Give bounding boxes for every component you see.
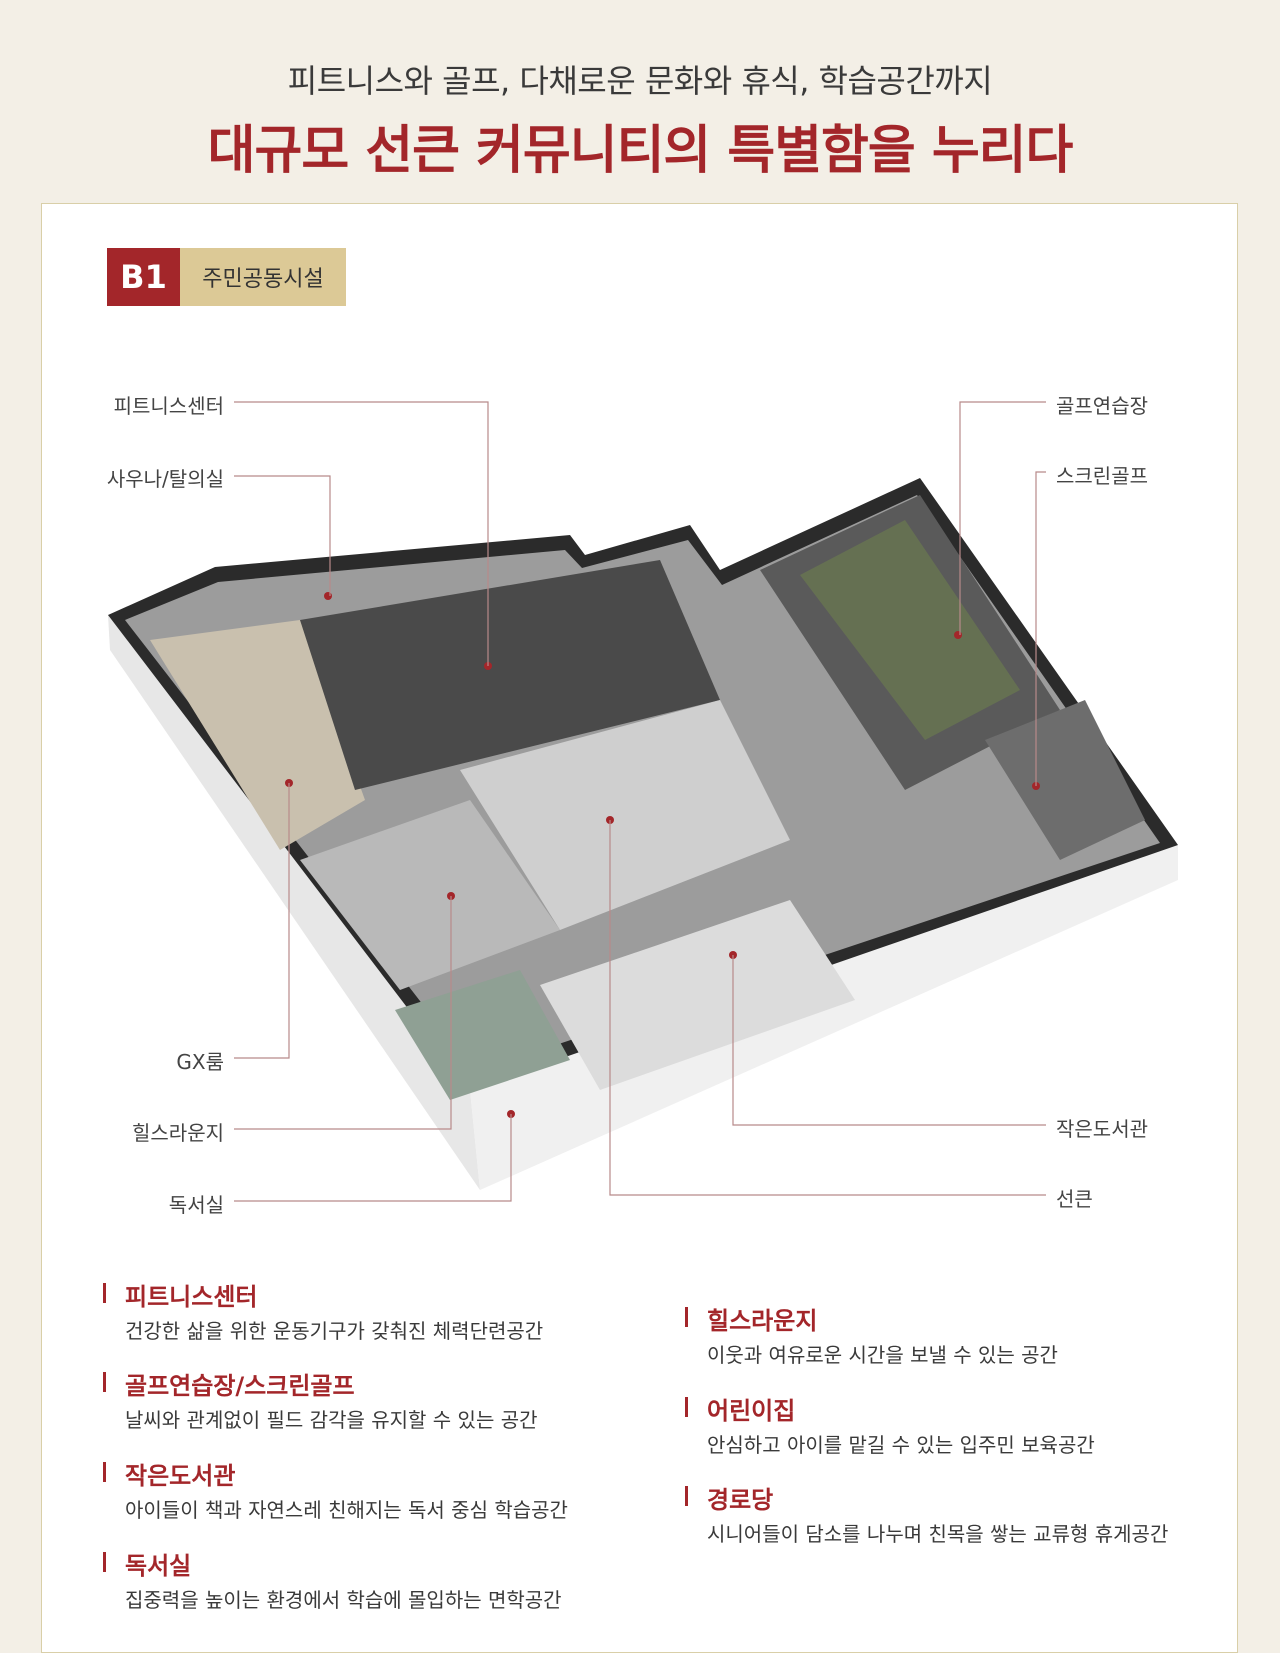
page-header: 피트니스와 골프, 다채로운 문화와 휴식, 학습공간까지 대규모 선큰 커뮤니… <box>0 0 1280 200</box>
desc-text: 건강한 삶을 위한 운동기구가 갖춰진 체력단련공간 <box>125 1319 544 1343</box>
callout-gx: GX룸 <box>176 1050 224 1074</box>
plan-reading-zone <box>395 970 570 1100</box>
callout-sauna: 사우나/탈의실 <box>106 467 224 491</box>
callout-sunken: 선큰 <box>1056 1187 1093 1211</box>
desc-bar <box>103 1552 106 1572</box>
desc-text: 시니어들이 담소를 나누며 친목을 쌓는 교류형 휴게공간 <box>707 1522 1169 1546</box>
callout-fitness: 피트니스센터 <box>113 394 224 418</box>
plan-slab-side <box>108 615 480 1190</box>
callout-lounge: 힐스라운지 <box>132 1121 224 1145</box>
callout-screen-golf: 스크린골프 <box>1056 464 1148 488</box>
leader-fitness <box>234 401 489 666</box>
desc-text: 집중력을 높이는 환경에서 학습에 몰입하는 면학공간 <box>125 1588 562 1612</box>
desc-title: 골프연습장/스크린골프 <box>125 1372 355 1400</box>
desc-title: 작은도서관 <box>125 1462 236 1490</box>
plan-golf-zone <box>760 495 1060 790</box>
plan-screen-golf-zone <box>985 700 1145 860</box>
plan-sunken-zone <box>460 700 790 930</box>
desc-bar <box>685 1307 688 1327</box>
desc-bar <box>103 1462 106 1482</box>
plan-slab-front <box>470 845 1178 1190</box>
floor-badge: B1 주민공동시설 <box>107 248 346 306</box>
plan-gx-zone <box>150 620 365 850</box>
page-subtitle: 피트니스와 골프, 다채로운 문화와 휴식, 학습공간까지 <box>287 62 993 100</box>
callout-golf-range: 골프연습장 <box>1056 394 1148 418</box>
plan-fitness-zone <box>300 560 720 790</box>
desc-title: 힐스라운지 <box>707 1307 818 1335</box>
desc-bar <box>103 1283 106 1303</box>
leader-golf-range <box>959 401 1046 635</box>
marker-sauna <box>324 592 332 600</box>
plan-lounge-zone <box>300 800 560 990</box>
desc-title: 피트니스센터 <box>125 1283 258 1311</box>
desc-title: 어린이집 <box>707 1397 796 1425</box>
desc-text: 이웃과 여유로운 시간을 보낼 수 있는 공간 <box>707 1343 1058 1367</box>
leader-sunken <box>609 820 1046 1196</box>
floor-badge-label: 주민공동시설 <box>180 248 346 306</box>
desc-bar <box>685 1397 688 1417</box>
leader-screen-golf <box>1035 471 1046 786</box>
callout-reading: 독서실 <box>168 1193 224 1217</box>
leader-reading <box>234 1114 512 1202</box>
desc-title: 경로당 <box>707 1486 774 1514</box>
marker-golf-range <box>954 631 962 639</box>
plan-library-zone <box>540 900 855 1090</box>
leader-gx <box>234 783 290 1059</box>
leader-lounge <box>234 896 452 1130</box>
desc-bar <box>103 1372 106 1392</box>
leader-library <box>732 955 1046 1126</box>
desc-text: 아이들이 책과 자연스레 친해지는 독서 중심 학습공간 <box>125 1498 568 1522</box>
floor-badge-level: B1 <box>107 248 180 306</box>
desc-text: 날씨와 관계없이 필드 감각을 유지할 수 있는 공간 <box>125 1408 538 1432</box>
desc-text: 안심하고 아이를 맡길 수 있는 입주민 보육공간 <box>707 1433 1095 1457</box>
leader-sauna <box>234 475 331 596</box>
plan-golf-mats <box>800 520 1020 740</box>
desc-bar <box>685 1486 688 1506</box>
desc-title: 독서실 <box>125 1552 192 1580</box>
page-title: 대규모 선큰 커뮤니티의 특별함을 누리다 <box>207 121 1074 181</box>
callout-library: 작은도서관 <box>1056 1117 1148 1141</box>
